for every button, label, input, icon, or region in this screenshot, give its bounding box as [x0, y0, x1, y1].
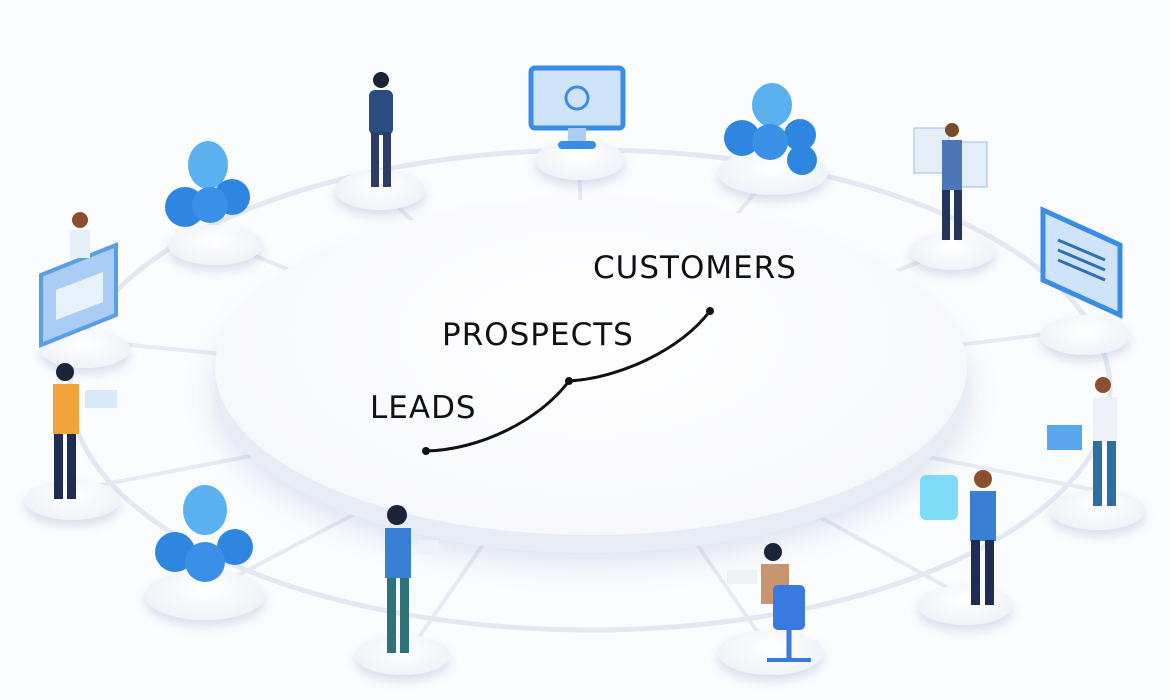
stage-customers: CUSTOMERS: [593, 250, 797, 286]
monitor-screen-icon: [39, 242, 118, 348]
stage-prospects: PROSPECTS: [442, 317, 634, 353]
central-platform: [215, 200, 967, 535]
user-group-icon: [155, 485, 253, 582]
person-with-tablet-icon: [53, 363, 117, 499]
monitor-dashboard-icon: [528, 65, 626, 149]
person-with-box-icon: [1047, 377, 1117, 506]
person-in-chair-icon: [727, 543, 811, 662]
user-group-icon: [724, 83, 817, 175]
stage-leads: LEADS: [370, 390, 477, 426]
person-with-shield-icon: [920, 470, 996, 605]
monitor-text-icon: [1040, 206, 1123, 319]
person-with-documents-icon: [913, 123, 988, 240]
person-walking-icon: [369, 72, 393, 187]
person-with-monitor-icon: [70, 212, 90, 258]
user-group-icon: [165, 141, 250, 227]
person-with-paper-icon: [385, 505, 439, 653]
